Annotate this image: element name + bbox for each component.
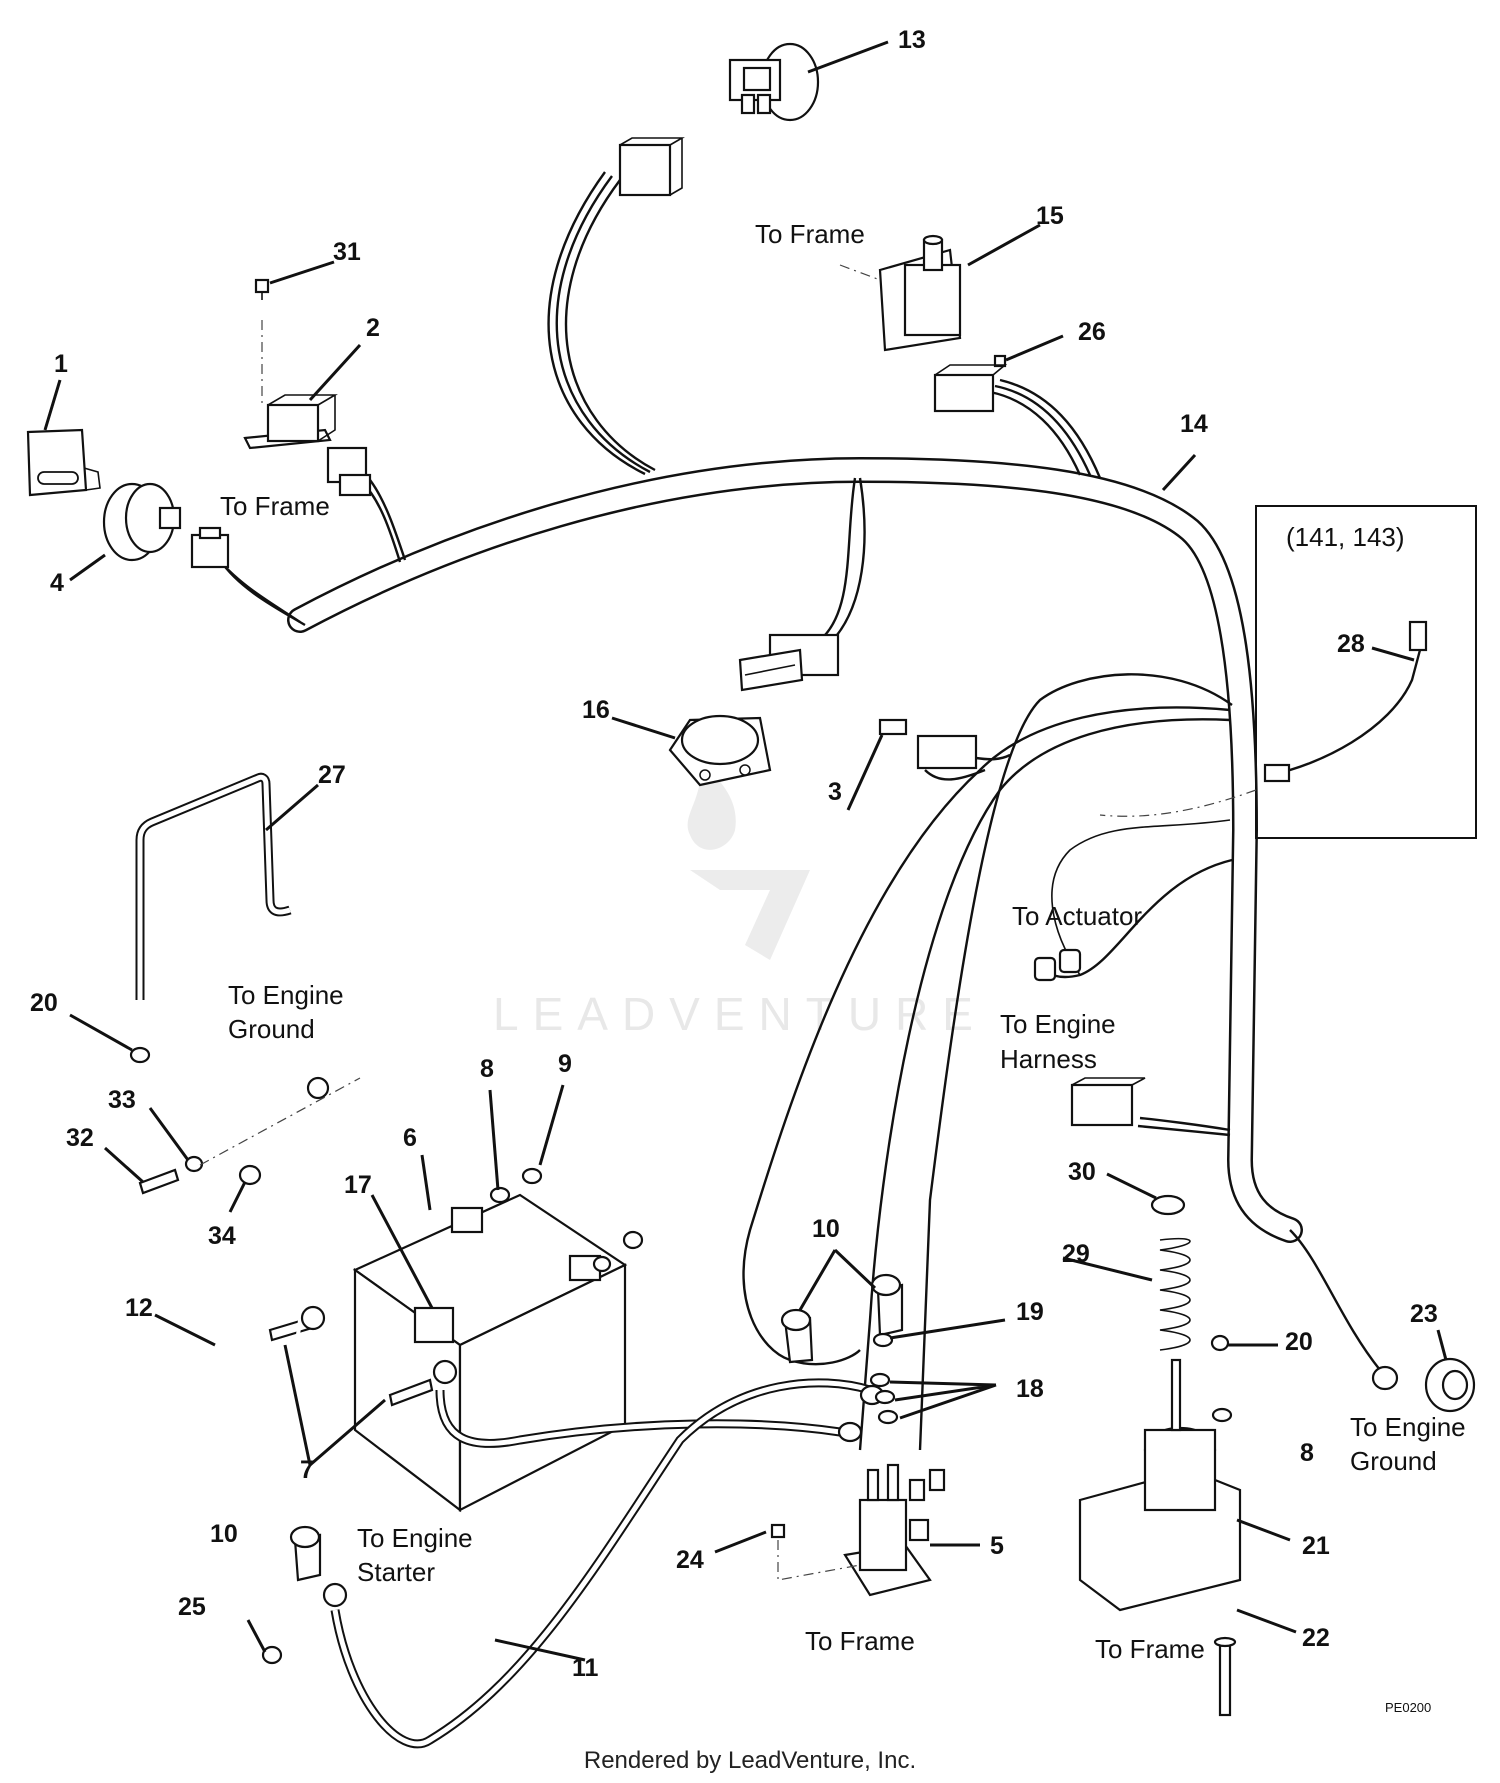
connector-socket: [740, 635, 838, 690]
nut-19: [874, 1334, 892, 1346]
label-to-engine-ground-left-line1: To Engine: [228, 980, 344, 1010]
label-to-engine-harness-line2: Harness: [1000, 1044, 1097, 1074]
callout-numbers: 1 2 3 4 5 6 7 8 9 10 11 12 13 14 15 16 1…: [30, 26, 1438, 1682]
callout-4: 4: [50, 569, 64, 597]
callout-16: 16: [582, 696, 610, 724]
callout-26: 26: [1078, 318, 1106, 346]
callout-20b: 20: [1285, 1328, 1313, 1356]
retainer-30: [1152, 1196, 1184, 1214]
watermark: LEADVENTURE: [493, 760, 987, 1040]
callout-8a: 8: [480, 1055, 494, 1083]
washer: [594, 1257, 610, 1271]
label-to-frame-2: To Frame: [220, 491, 330, 521]
starter-solenoid: [845, 1465, 944, 1595]
relay: [245, 320, 370, 495]
label-to-engine-starter-line2: Starter: [357, 1557, 435, 1587]
callout-29: 29: [1062, 1240, 1090, 1268]
callout-12: 12: [125, 1294, 153, 1322]
label-to-frame-15: To Frame: [755, 219, 865, 249]
callout-27: 27: [318, 761, 346, 789]
callout-21: 21: [1302, 1532, 1330, 1560]
callout-32: 32: [66, 1124, 94, 1152]
inset-box: (141, 143): [1100, 506, 1476, 838]
callout-10a: 10: [812, 1215, 840, 1243]
callout-5: 5: [990, 1532, 1004, 1560]
callout-33: 33: [108, 1086, 136, 1114]
callout-9: 9: [558, 1050, 572, 1078]
throttle-actuator: [1080, 1360, 1240, 1610]
engine-harness-connector: [1072, 1078, 1145, 1125]
harness-connector-top: [620, 138, 682, 195]
washer-8: [491, 1188, 509, 1202]
ignition-key: [28, 430, 100, 495]
brake-switch: [840, 236, 960, 350]
label-to-engine-harness-line1: To Engine: [1000, 1009, 1116, 1039]
callout-18: 18: [1016, 1375, 1044, 1403]
callout-31: 31: [333, 238, 361, 266]
callout-17: 17: [344, 1171, 372, 1199]
bolt-22: [1215, 1638, 1235, 1715]
ground-terminal: [1373, 1367, 1397, 1389]
ignition-switch: [104, 484, 228, 567]
ground-dash: [200, 1078, 360, 1165]
label-to-engine-ground-right-line2: Ground: [1350, 1446, 1437, 1476]
callout-23: 23: [1410, 1300, 1438, 1328]
nut-20b: [1212, 1336, 1228, 1350]
diagram-code: PE0200: [1385, 1700, 1431, 1715]
callout-34: 34: [208, 1222, 236, 1250]
nut-34: [240, 1166, 260, 1184]
ground-cable: [211, 1078, 328, 1470]
battery-hold-down-rod: [140, 777, 290, 1000]
rendered-by-credit: Rendered by LeadVenture, Inc.: [584, 1747, 916, 1774]
washer-18a: [871, 1374, 889, 1386]
callout-7: 7: [300, 1456, 314, 1484]
label-to-engine-ground-left-line2: Ground: [228, 1014, 315, 1044]
connector-plug: [935, 365, 1005, 411]
spring-29: [1160, 1239, 1190, 1350]
callout-28: 28: [1337, 630, 1365, 658]
callout-20a: 20: [30, 989, 58, 1017]
bolt-24: [772, 1525, 784, 1537]
nut-9: [523, 1169, 541, 1183]
callout-24: 24: [676, 1546, 704, 1574]
label-to-engine-starter-line1: To Engine: [357, 1523, 473, 1553]
callout-2: 2: [366, 314, 380, 342]
callout-19: 19: [1016, 1298, 1044, 1326]
alarm-module: [670, 716, 770, 785]
callout-11: 11: [572, 1654, 599, 1682]
nut-20: [131, 1048, 149, 1062]
label-to-engine-ground-right-line1: To Engine: [1350, 1412, 1466, 1442]
callout-14: 14: [1180, 410, 1208, 438]
nut-25: [263, 1647, 281, 1663]
nut: [624, 1232, 642, 1248]
grommet-23: [1426, 1359, 1474, 1411]
callout-22: 22: [1302, 1624, 1330, 1652]
bolt-32: [140, 1170, 178, 1193]
label-to-frame-21: To Frame: [1095, 1634, 1205, 1664]
callout-10b: 10: [210, 1520, 238, 1548]
washer-18c: [879, 1411, 897, 1423]
screw: [256, 280, 268, 300]
callout-8b: 8: [1300, 1439, 1314, 1467]
label-to-frame-5: To Frame: [805, 1626, 915, 1656]
seat-switch: [730, 44, 818, 120]
inset-models-label: (141, 143): [1286, 522, 1405, 552]
callout-6: 6: [403, 1124, 417, 1152]
callout-13: 13: [898, 26, 926, 54]
label-to-actuator: To Actuator: [1012, 901, 1142, 931]
callout-30: 30: [1068, 1158, 1096, 1186]
callout-1: 1: [54, 350, 68, 378]
callout-15: 15: [1036, 202, 1064, 230]
callout-25: 25: [178, 1593, 206, 1621]
washer-8b: [1213, 1409, 1231, 1421]
washer-18b: [876, 1391, 894, 1403]
callout-3: 3: [828, 778, 842, 806]
